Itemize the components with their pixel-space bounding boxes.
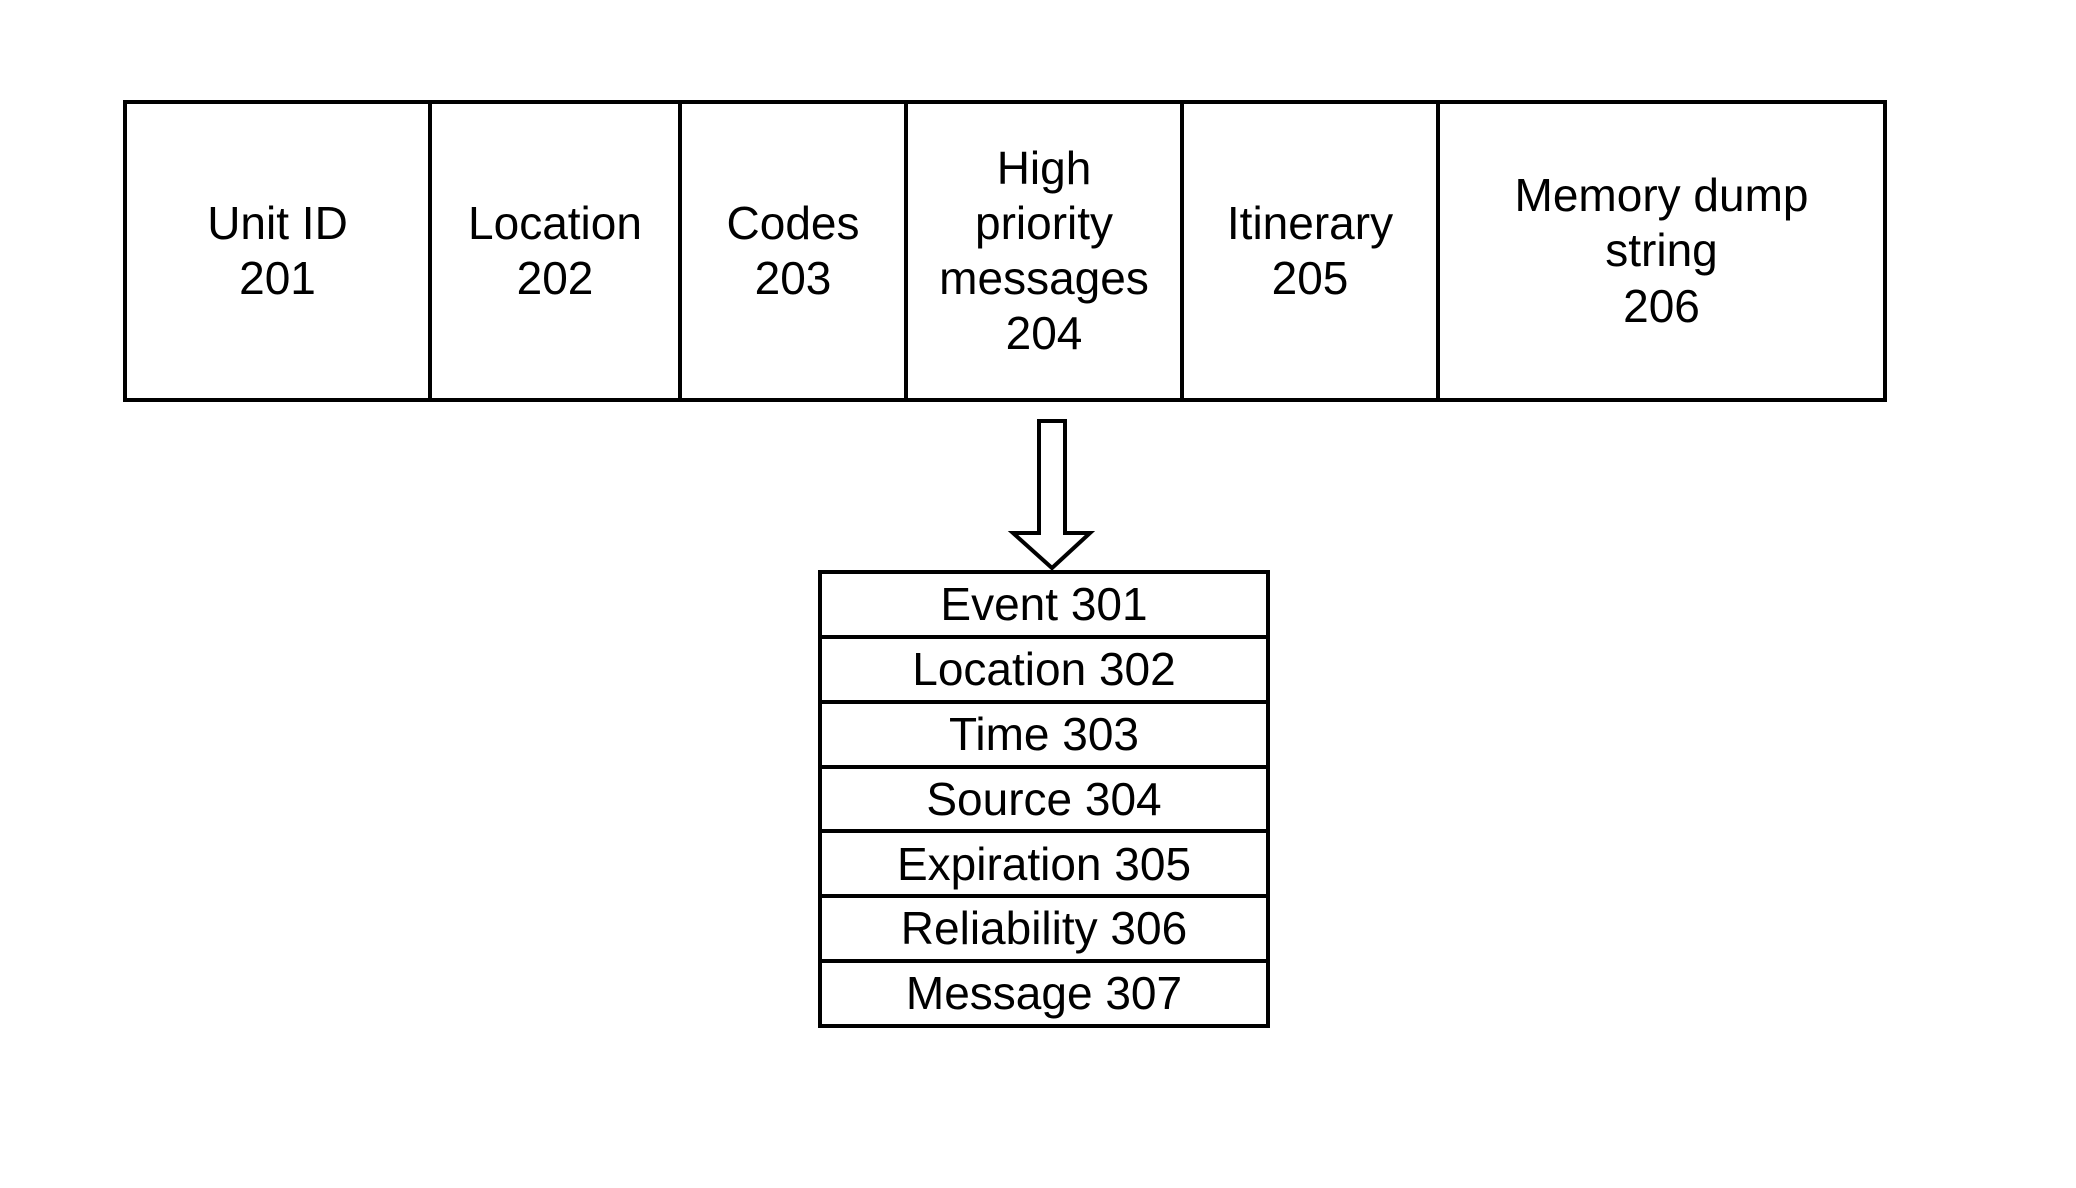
- record-field-memory-dump-string: Memory dump string 206: [1514, 169, 1809, 332]
- message-field-source: Source 304: [822, 764, 1266, 830]
- record-field-codes: Codes 203: [682, 104, 908, 398]
- message-field-event: Event 301: [940, 578, 1148, 631]
- record-structure-table: Unit ID 201 Location 202 Codes 203 High …: [123, 100, 1887, 402]
- message-field-message: Message 307: [822, 959, 1266, 1024]
- down-arrow-icon: [1007, 419, 1096, 571]
- record-field-itinerary: Itinerary 205: [1184, 104, 1440, 398]
- message-field-location: Location 302: [822, 634, 1266, 700]
- message-field-expiration: Expiration 305: [822, 829, 1266, 894]
- message-field-time: Time 303: [822, 699, 1266, 765]
- record-field-location: Location 202: [432, 104, 682, 398]
- record-field-high-priority-messages: High priority messages 204: [908, 104, 1184, 398]
- message-field-reliability: Reliability 306: [822, 894, 1266, 959]
- message-structure-table: Event 301 Location 302 Time 303 Source 3…: [818, 570, 1270, 1028]
- record-field-unit-id: Unit ID 201: [127, 104, 432, 398]
